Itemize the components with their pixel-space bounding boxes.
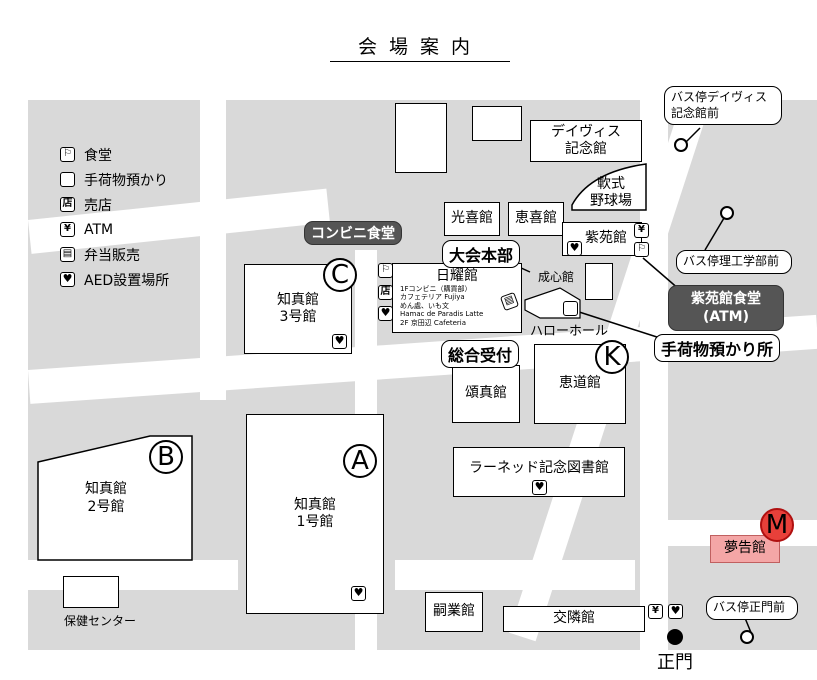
heart-icon xyxy=(532,480,547,495)
building-shoshin[interactable]: 頌真館 xyxy=(452,365,520,423)
building-seishin-label: 成心館 xyxy=(538,270,575,284)
legend-item-aed: AED設置場所 xyxy=(60,267,169,292)
yen-icon: ¥ xyxy=(60,222,75,237)
bus-stop-davis[interactable] xyxy=(674,138,688,152)
tag-baggage-storage[interactable]: 手荷物預かり所 xyxy=(654,334,781,362)
hoken-label: 保健センター xyxy=(64,614,137,628)
building-unnamed xyxy=(395,103,447,173)
building-hoken xyxy=(63,576,119,608)
yen-icon: ¥ xyxy=(648,604,663,619)
building-unnamed xyxy=(585,263,613,300)
yen-icon: ¥ xyxy=(634,223,649,238)
building-nanshiki-label: 軟式 野球場 xyxy=(590,176,632,209)
heart-icon xyxy=(332,334,347,349)
tag-tournament-hq[interactable]: 大会本部 xyxy=(442,240,521,268)
building-kouki[interactable]: 光喜館 xyxy=(444,202,500,236)
heart-icon xyxy=(351,586,366,601)
tag-general-reception[interactable]: 総合受付 xyxy=(441,340,520,368)
building-nichiryo-detail: 1Fコンビニ（購買部） カフェテリア Fujiya めん處、いも文 Hamac … xyxy=(400,285,484,327)
marker-k[interactable]: K xyxy=(595,340,629,374)
hello-hall-label: ハローホール xyxy=(530,324,609,339)
building-keiki[interactable]: 恵喜館 xyxy=(508,202,564,236)
bus-stop-seimon-label[interactable]: バス停正門前 xyxy=(706,596,798,620)
road xyxy=(395,560,635,590)
bag-icon xyxy=(60,172,75,187)
building-unnamed xyxy=(472,106,522,141)
heart-icon xyxy=(567,241,582,256)
fork-knife-icon: ⚐ xyxy=(60,147,75,162)
marker-c[interactable]: C xyxy=(323,258,357,292)
fork-knife-icon: ⚐ xyxy=(634,242,649,257)
marker-a[interactable]: A xyxy=(343,444,377,478)
tag-shien-cafeteria[interactable]: 紫苑館食堂 (ATM) xyxy=(668,285,784,332)
legend-item-shop: 店 売店 xyxy=(60,192,169,217)
building-learned[interactable]: ラーネッド記念図書館 xyxy=(453,447,625,497)
building-korin[interactable]: 交隣館 xyxy=(503,606,645,632)
tag-conveni-dining[interactable]: コンビニ食堂 xyxy=(304,221,402,245)
heart-icon xyxy=(668,604,683,619)
building-chishin-2-label: 知真館 2号館 xyxy=(85,481,127,516)
legend: ⚐ 食堂 手荷物預かり 店 売店 ¥ ATM ▤ 弁当販売 AED設置場所 xyxy=(60,142,169,292)
main-gate-label: 正門 xyxy=(657,652,693,673)
bus-stop-davis-label[interactable]: バス停デイヴィス 記念館前 xyxy=(664,86,782,126)
legend-item-bento: ▤ 弁当販売 xyxy=(60,242,169,267)
bus-stop-seimon[interactable] xyxy=(740,630,754,644)
legend-item-dining: ⚐ 食堂 xyxy=(60,142,169,167)
heart-icon xyxy=(60,272,75,287)
shop-icon: 店 xyxy=(60,197,75,212)
fork-knife-icon: ⚐ xyxy=(378,263,393,278)
shop-icon: 店 xyxy=(378,285,393,300)
bus-stop-rikou[interactable] xyxy=(720,206,734,220)
marker-m[interactable]: M xyxy=(760,508,794,542)
bento-icon: ▤ xyxy=(60,247,75,262)
bus-stop-rikou-label[interactable]: バス停理工学部前 xyxy=(676,250,792,274)
building-shigyo[interactable]: 嗣業館 xyxy=(425,592,483,632)
road xyxy=(200,100,226,400)
building-davis[interactable]: デイヴィス 記念館 xyxy=(530,120,642,162)
legend-item-atm: ¥ ATM xyxy=(60,217,169,242)
legend-item-baggage: 手荷物預かり xyxy=(60,167,169,192)
bag-icon xyxy=(563,301,578,316)
main-gate-dot[interactable] xyxy=(667,629,683,645)
marker-b[interactable]: B xyxy=(149,440,183,474)
page-title: 会場案内 xyxy=(330,32,510,62)
heart-icon xyxy=(378,306,393,321)
